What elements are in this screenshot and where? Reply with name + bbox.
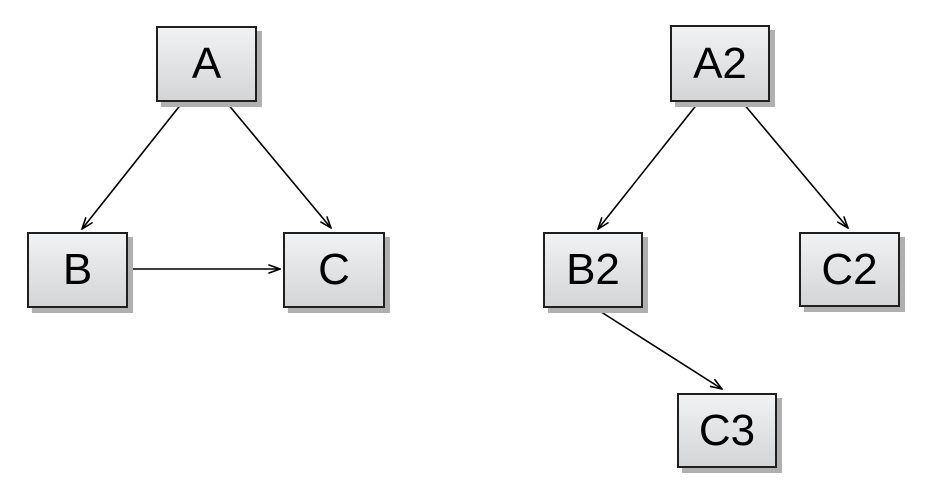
node-B2[interactable]: B2 bbox=[543, 232, 643, 308]
edges-group bbox=[82, 102, 848, 389]
edge-B2-C3 bbox=[594, 307, 722, 389]
node-label-C: C bbox=[318, 245, 350, 294]
node-A[interactable]: A bbox=[156, 26, 257, 102]
node-label-B: B bbox=[62, 245, 93, 294]
node-A2[interactable]: A2 bbox=[670, 25, 770, 102]
node-label-C3: C3 bbox=[698, 405, 756, 455]
edge-A2-B2 bbox=[598, 102, 699, 229]
node-C3[interactable]: C3 bbox=[677, 393, 777, 468]
node-B[interactable]: B bbox=[27, 232, 128, 308]
edge-A2-C2 bbox=[742, 102, 848, 228]
edge-A-B bbox=[82, 102, 183, 229]
node-label-A2: A2 bbox=[693, 38, 747, 88]
edge-A-C bbox=[226, 102, 331, 228]
node-label-A: A bbox=[191, 39, 222, 88]
node-C2[interactable]: C2 bbox=[799, 232, 900, 307]
node-label-B2: B2 bbox=[566, 245, 620, 294]
node-C[interactable]: C bbox=[283, 232, 385, 308]
node-label-C2: C2 bbox=[821, 244, 878, 294]
